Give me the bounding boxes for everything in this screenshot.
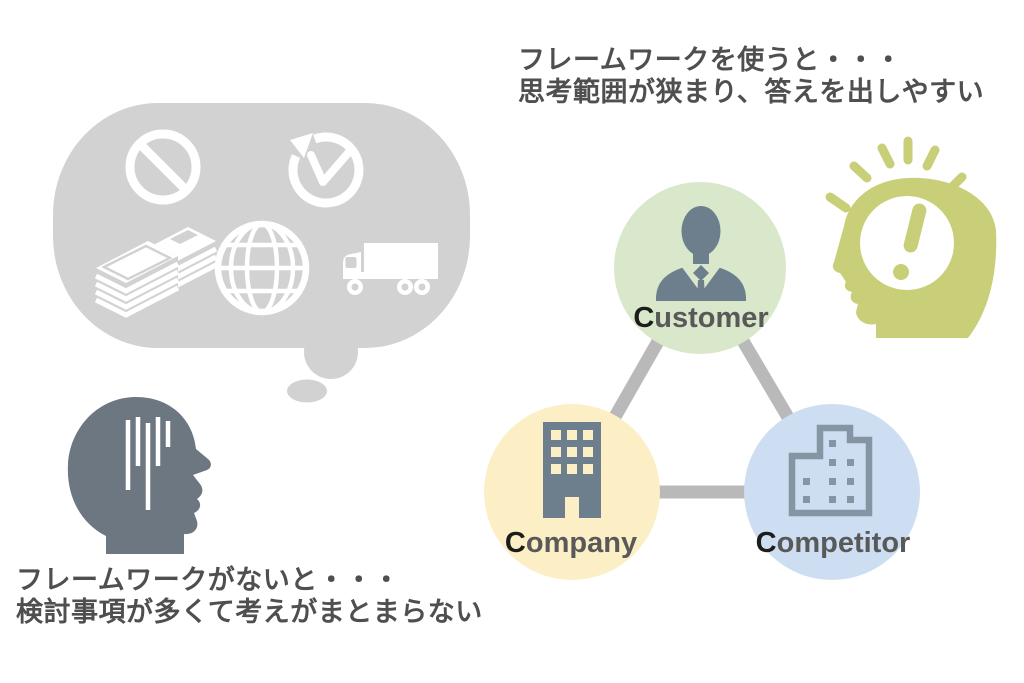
with-framework-caption: フレームワークを使うと・・・ 思考範囲が狭まり、答えを出しやすい [518, 44, 984, 109]
bubble-tail-dot [287, 379, 327, 403]
competitor-label-initial: C [755, 527, 777, 559]
without-framework-caption-line2: 検討事項が多くて考えがまとまらない [16, 597, 483, 628]
with-framework-caption-line2: 思考範囲が狭まり、答えを出しやすい [518, 77, 985, 108]
worried-head-icon [67, 397, 211, 554]
truck-icon [343, 243, 438, 295]
customer-label-rest: ustomer [654, 302, 769, 334]
money-stack-icon [94, 227, 218, 318]
bubble-tail-bump [304, 325, 358, 379]
company-label: Company [505, 527, 637, 560]
competitor-label: Competitor [756, 527, 911, 560]
with-framework-caption-line1: フレームワークを使うと・・・ [518, 45, 903, 75]
competitor-label-rest: ompetitor [776, 527, 911, 559]
idea-head-icon [825, 136, 997, 338]
customer-label-initial: C [633, 302, 655, 334]
history-clock-icon [288, 132, 364, 208]
office-building-icon [543, 422, 601, 518]
city-buildings-icon [788, 424, 873, 517]
prohibition-icon [125, 129, 201, 205]
businessman-icon [656, 206, 746, 301]
without-framework-caption: フレームワークがないと・・・ 検討事項が多くて考えがまとまらない [16, 564, 483, 629]
without-framework-caption-line1: フレームワークがないと・・・ [16, 565, 401, 595]
framework-3c-diagram [484, 182, 920, 580]
jumbled-thought-lines [125, 417, 171, 510]
company-circle [484, 404, 660, 580]
competitor-circle [744, 404, 920, 580]
customer-label: Customer [633, 302, 768, 335]
thought-bubble [53, 103, 470, 403]
customer-circle [614, 182, 786, 354]
globe-icon [214, 220, 310, 316]
exclamation-icon [893, 203, 927, 280]
company-label-rest: ompany [525, 527, 638, 559]
company-label-initial: C [504, 527, 526, 559]
